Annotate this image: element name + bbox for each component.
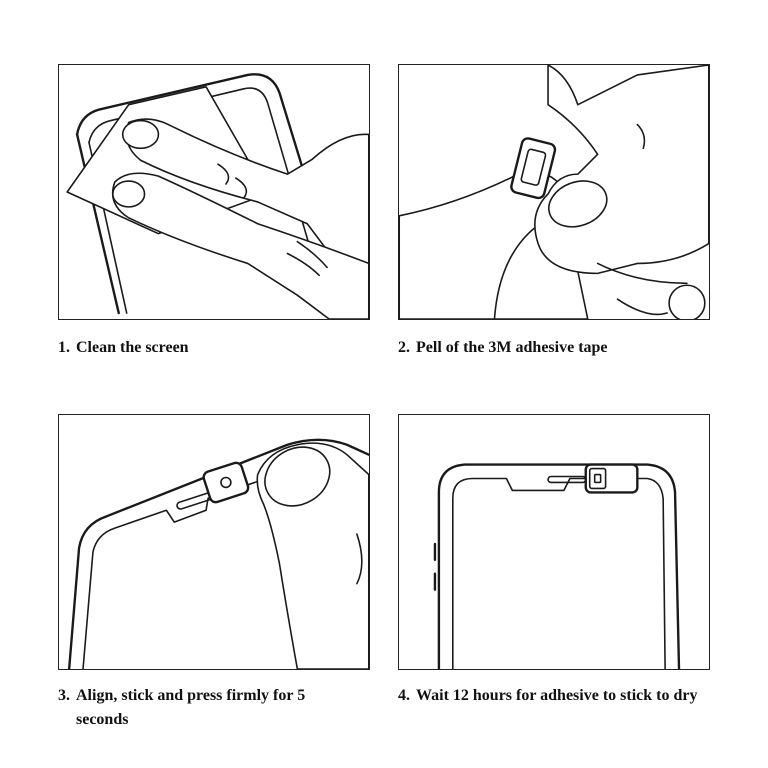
phone-outline <box>67 438 369 669</box>
speaker-slot <box>547 475 587 484</box>
step-4-illustration <box>398 414 710 670</box>
step-3-caption-continuation: seconds <box>76 711 129 728</box>
step-2-caption: 2.Pell of the 3M adhesive tape <box>398 339 608 356</box>
phone-finished-illustration <box>433 463 681 669</box>
phone-wipe-illustration <box>66 73 369 319</box>
step-3-illustration <box>58 414 370 670</box>
align-press-illustration <box>67 438 369 669</box>
pinching-hand <box>534 65 709 275</box>
phone-outline <box>75 73 349 315</box>
thumbnail <box>264 446 331 507</box>
step-1-caption: 1.Clean the screen <box>58 339 189 356</box>
step-2-illustration <box>398 64 710 320</box>
step-3-caption: 3.Align, stick and press firmly for 5 se… <box>58 687 306 728</box>
thumbnail <box>548 180 608 228</box>
hand <box>125 118 369 275</box>
step-1-illustration <box>58 64 370 320</box>
camera-cover <box>584 463 639 494</box>
peel-tape-illustration <box>399 65 709 319</box>
phone-outline <box>437 463 681 669</box>
step-4-caption: 4.Wait 12 hours for adhesive to stick to… <box>398 687 698 704</box>
camera-cover <box>202 461 250 504</box>
fingernail-2 <box>112 180 146 208</box>
fingernail-1 <box>121 119 160 150</box>
